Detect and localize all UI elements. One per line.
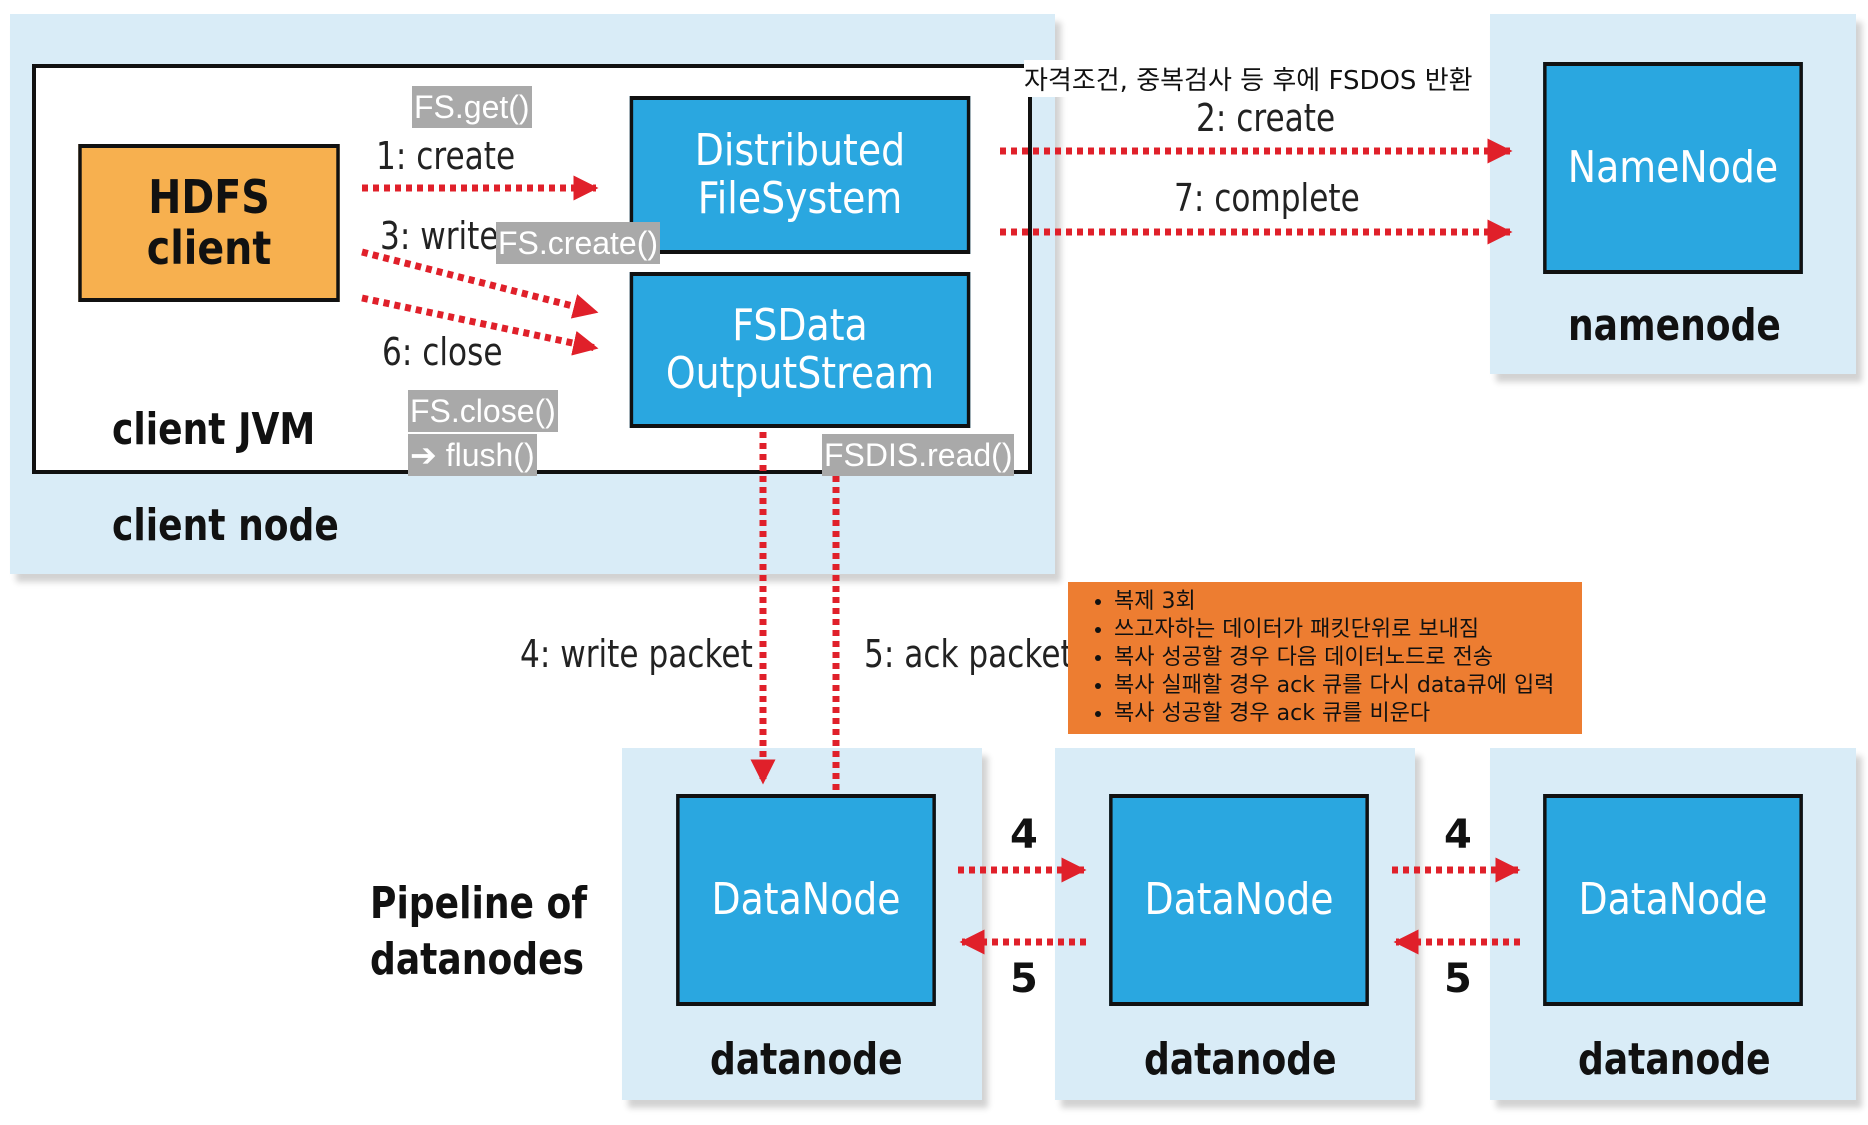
namenode-box: NameNode — [1543, 62, 1803, 274]
note-item: 복사 실패할 경우 ack 큐를 다시 data큐에 입력 — [1114, 672, 1568, 700]
arrow-6-close — [361, 294, 599, 356]
datanode-box-3: DataNode — [1543, 794, 1803, 1006]
datanode-label-1: datanode — [710, 1034, 903, 1085]
datanode-label-2: datanode — [1144, 1034, 1337, 1085]
pipe-num-4-a: 4 — [1010, 812, 1038, 858]
datanode-label-3: datanode — [1578, 1034, 1771, 1085]
note-item: 복제 3회 — [1114, 588, 1568, 616]
step-7-complete-label: 7: complete — [1174, 176, 1360, 220]
datanode-box-2: DataNode — [1109, 794, 1369, 1006]
arrow-3-write — [361, 248, 599, 319]
replication-notes-box: 복제 3회 쓰고자하는 데이터가 패킷단위로 보내짐 복사 성공할 경우 다음 … — [1068, 582, 1582, 734]
namenode-note: 자격조건, 중복검사 등 후에 FSDOS 반환 — [1024, 60, 1473, 97]
fs-close-tag: FS.close() — [408, 390, 558, 432]
fs-get-tag: FS.get() — [412, 86, 532, 128]
step-1-create-label: 1: create — [376, 134, 516, 178]
pipe-num-5-a: 5 — [1010, 956, 1038, 1002]
step-2-create-label: 2: create — [1196, 96, 1336, 140]
note-item: 쓰고자하는 데이터가 패킷단위로 보내짐 — [1114, 616, 1568, 644]
pipe-num-4-b: 4 — [1444, 812, 1472, 858]
client-jvm-label: client JVM — [112, 404, 316, 455]
note-item: 복사 성공할 경우 다음 데이터노드로 전송 — [1114, 644, 1568, 672]
pipe-num-5-b: 5 — [1444, 956, 1472, 1002]
client-node-label: client node — [112, 500, 339, 551]
step-3-write-label: 3: write — [380, 214, 499, 258]
datanode-box-1: DataNode — [676, 794, 936, 1006]
fs-create-tag: FS.create() — [496, 222, 661, 264]
flush-tag: ➔ flush() — [408, 434, 537, 476]
fsdis-read-tag: FSDIS.read() — [822, 434, 1015, 476]
step-4-write-packet-label: 4: write packet — [520, 632, 753, 676]
step-6-close-label: 6: close — [382, 330, 503, 374]
note-item: 복사 성공할 경우 ack 큐를 비운다 — [1114, 700, 1568, 728]
namenode-label: namenode — [1568, 300, 1781, 351]
step-5-ack-packet-label: 5: ack packet — [864, 632, 1073, 676]
